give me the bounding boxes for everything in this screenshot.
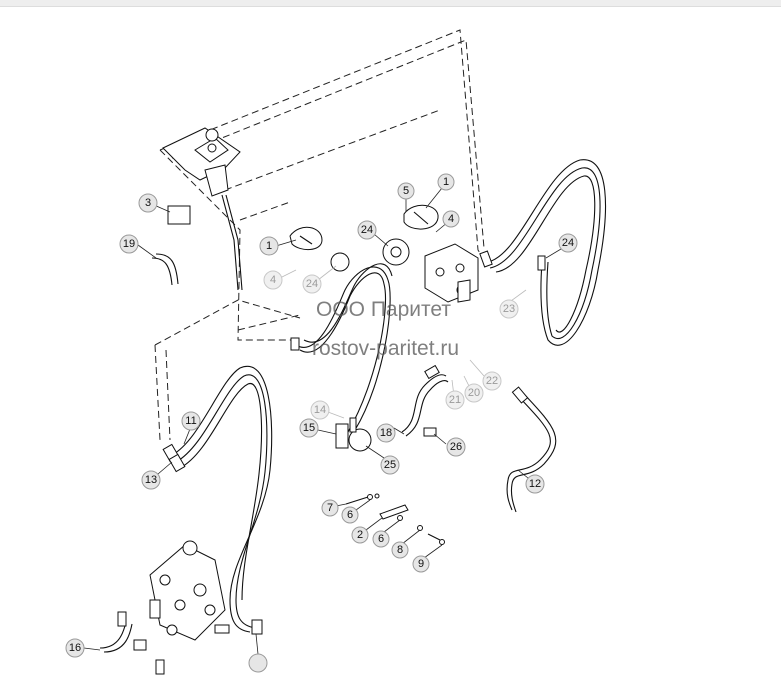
clamp-left [289,226,323,250]
callout-label: 23 [503,303,515,315]
callout-label: 24 [306,278,318,290]
lower-valve-bank [149,540,263,641]
callout-label: 13 [145,474,157,486]
callout-label: 25 [384,459,396,471]
callout-23: 24 [558,233,578,253]
callout-label: 1 [266,240,272,252]
dashed-outline [154,29,489,441]
callout-13: 13 [141,470,161,490]
callout-6-left: 6 [341,506,359,524]
watermark-url: rostov-paritet.ru [312,337,459,360]
callout-6-right: 6 [372,530,390,548]
hose-12 [506,386,557,513]
callout-label: 11 [185,415,196,427]
watermark-company: ООО Паритет [316,298,451,321]
callout-24-left: 24 [302,274,322,294]
callout-label: 6 [347,509,353,521]
callout-label: 18 [380,427,392,439]
callout-label: 14 [314,404,326,416]
callout-label: 2 [357,529,363,541]
hose-loop-right [479,159,607,346]
callout-label: 6 [378,533,384,545]
callout-label: 20 [468,387,480,399]
callout-18: 18 [376,423,396,443]
callout-label: 26 [450,441,462,453]
callout-4-left: 4 [263,270,283,290]
hose-middle [290,263,393,433]
callout-label: 4 [270,274,276,286]
callout-21: 22 [482,371,502,391]
callout-label: 24 [562,237,574,249]
callout-11: 11 [181,411,201,431]
callout-3: 3 [138,193,158,213]
callout-24-bottom: 25 [380,455,400,475]
callout-label: 9 [418,558,424,570]
callout-label: 24 [361,224,373,236]
hose-16 [99,611,165,675]
callout-12: 12 [525,474,545,494]
hose-18 [401,364,449,437]
callout-14: 14 [310,400,330,420]
callout-2: 2 [351,526,369,544]
callout-9: 9 [412,555,430,573]
callout-4-right: 4 [442,210,460,228]
callout-20: 21 [445,390,465,410]
callout-label: 22 [486,375,498,387]
fitting-15 [335,417,357,449]
callout-7: 7 [321,499,339,517]
callout-22: 23 [499,299,519,319]
callout-19: 20 [464,383,484,403]
callout-1-left: 1 [259,236,279,256]
valve-block [424,243,479,303]
hose-left-long [162,365,273,633]
callout-label: 16 [69,642,81,654]
callout-1-right: 1 [437,173,455,191]
callout-label: 8 [397,544,403,556]
callout-label: 12 [529,478,541,490]
plate-part [167,205,191,225]
callout-15: 15 [299,418,319,438]
callout-25: 26 [446,437,466,457]
control-lever-unit [162,127,243,291]
callout-label: 3 [145,197,151,209]
rotor-disc-part [330,238,410,452]
callout-8: 8 [391,541,409,559]
callout-label: 7 [327,502,333,514]
callout-label: 21 [449,394,461,406]
callout-26 [248,653,268,673]
watermark: ООО Паритет rostov-paritet.ru [312,298,459,360]
callout-17: 19 [119,234,139,254]
bolts-group [345,493,445,545]
callout-label: 4 [448,213,454,225]
callout-5: 5 [397,182,415,200]
callout-label: 19 [123,238,135,250]
top-bar [0,0,781,7]
leader-lines [83,187,567,655]
clamp-right [403,204,439,230]
callout-label: 15 [303,422,315,434]
callout-label: 5 [403,185,409,197]
callouts: 3 19 1 4 24 5 1 4 24 24 23 22 20 21 11 1… [65,173,578,673]
fitting-25 [423,427,437,437]
callout-16: 16 [65,638,85,658]
callout-24-top: 24 [357,220,377,240]
callout-label: 1 [443,176,449,188]
short-hose-part [151,253,179,286]
